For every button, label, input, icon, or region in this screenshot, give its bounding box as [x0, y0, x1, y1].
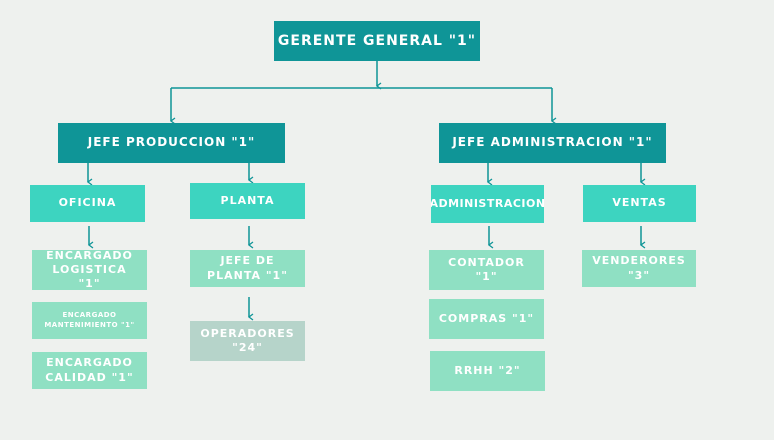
node-jefe-administracion: JEFE ADMINISTRACION "1" — [439, 123, 666, 163]
node-oficina: OFICINA — [30, 185, 145, 222]
node-rrhh: RRHH "2" — [430, 351, 545, 391]
node-operadores: OPERADORES "24" — [190, 321, 305, 361]
node-gerente-general: GERENTE GENERAL "1" — [274, 21, 480, 61]
node-planta: PLANTA — [190, 183, 305, 219]
node-compras: COMPRAS "1" — [429, 299, 544, 339]
node-encargado-logistica: ENCARGADO LOGISTICA "1" — [32, 249, 147, 290]
node-encargado-mantenimiento: ENCARGADO MANTENIMIENTO "1" — [32, 302, 147, 339]
node-encargado-calidad: ENCARGADO CALIDAD "1" — [32, 352, 147, 389]
node-administracion: ADMINISTRACION — [431, 185, 544, 223]
node-contador: CONTADOR "1" — [429, 250, 544, 290]
node-ventas: VENTAS — [583, 185, 696, 222]
node-jefe-de-planta: JEFE DE PLANTA "1" — [190, 250, 305, 287]
node-jefe-produccion: JEFE PRODUCCION "1" — [58, 123, 285, 163]
node-venderores: VENDERORES "3" — [582, 250, 696, 287]
